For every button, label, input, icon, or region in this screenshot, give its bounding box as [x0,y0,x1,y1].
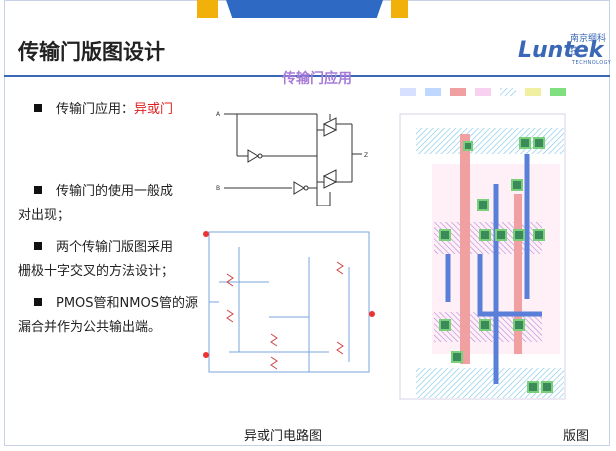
bullet-marker [34,298,42,306]
output-z-label: Z [364,152,368,159]
bullet-1-highlight: 异或门 [134,102,174,117]
slide-subtitle: 传输门应用 [282,71,352,87]
slide-title: 传输门版图设计 [18,40,165,64]
top-tab-left [197,0,218,18]
circuit-simulation-schematic [203,231,375,373]
layout-drawing [399,88,566,400]
bullet-2-line1: 传输门的使用一般成 [56,184,174,199]
bullet-1: 传输门应用：异或门 [34,98,173,122]
bullet-3-line2: 栅极十字交叉的方法设计； [18,264,175,279]
bullet-4: PMOS管和NMOS管的源 漏合并作为公共输出端。 [18,292,198,340]
bullet-3-line1: 两个传输门版图采用 [56,240,174,255]
bullet-4-line2: 漏合并作为公共输出端。 [18,320,162,335]
logo-main-text: Luntek [518,38,604,63]
company-logo: 南京纲科技 Luntek TECHNOLOGY [514,30,612,68]
xor-schematic: A B Z [216,111,368,206]
top-tab-right [391,0,408,18]
logo-sub-text: TECHNOLOGY [572,60,612,66]
bullet-2: 传输门的使用一般成 对出现； [18,180,174,228]
title-underline [4,75,610,77]
bullet-2-line2: 对出现； [18,208,71,223]
input-a-label: A [216,111,221,118]
circuit-caption: 异或门电路图 [244,429,323,444]
bullet-marker [34,242,42,250]
logo-cn-text: 南京纲科技 [570,34,607,57]
bullet-4-line1: PMOS管和NMOS管的源 [56,296,198,311]
bullet-3: 两个传输门版图采用 栅极十字交叉的方法设计； [18,236,174,284]
bullet-marker [34,104,42,112]
layout-caption: 版图 [563,429,590,444]
bullet-marker [34,186,42,194]
top-tab-center [226,0,383,18]
input-b-label: B [216,185,220,192]
bullet-1-label: 传输门应用： [56,102,135,117]
